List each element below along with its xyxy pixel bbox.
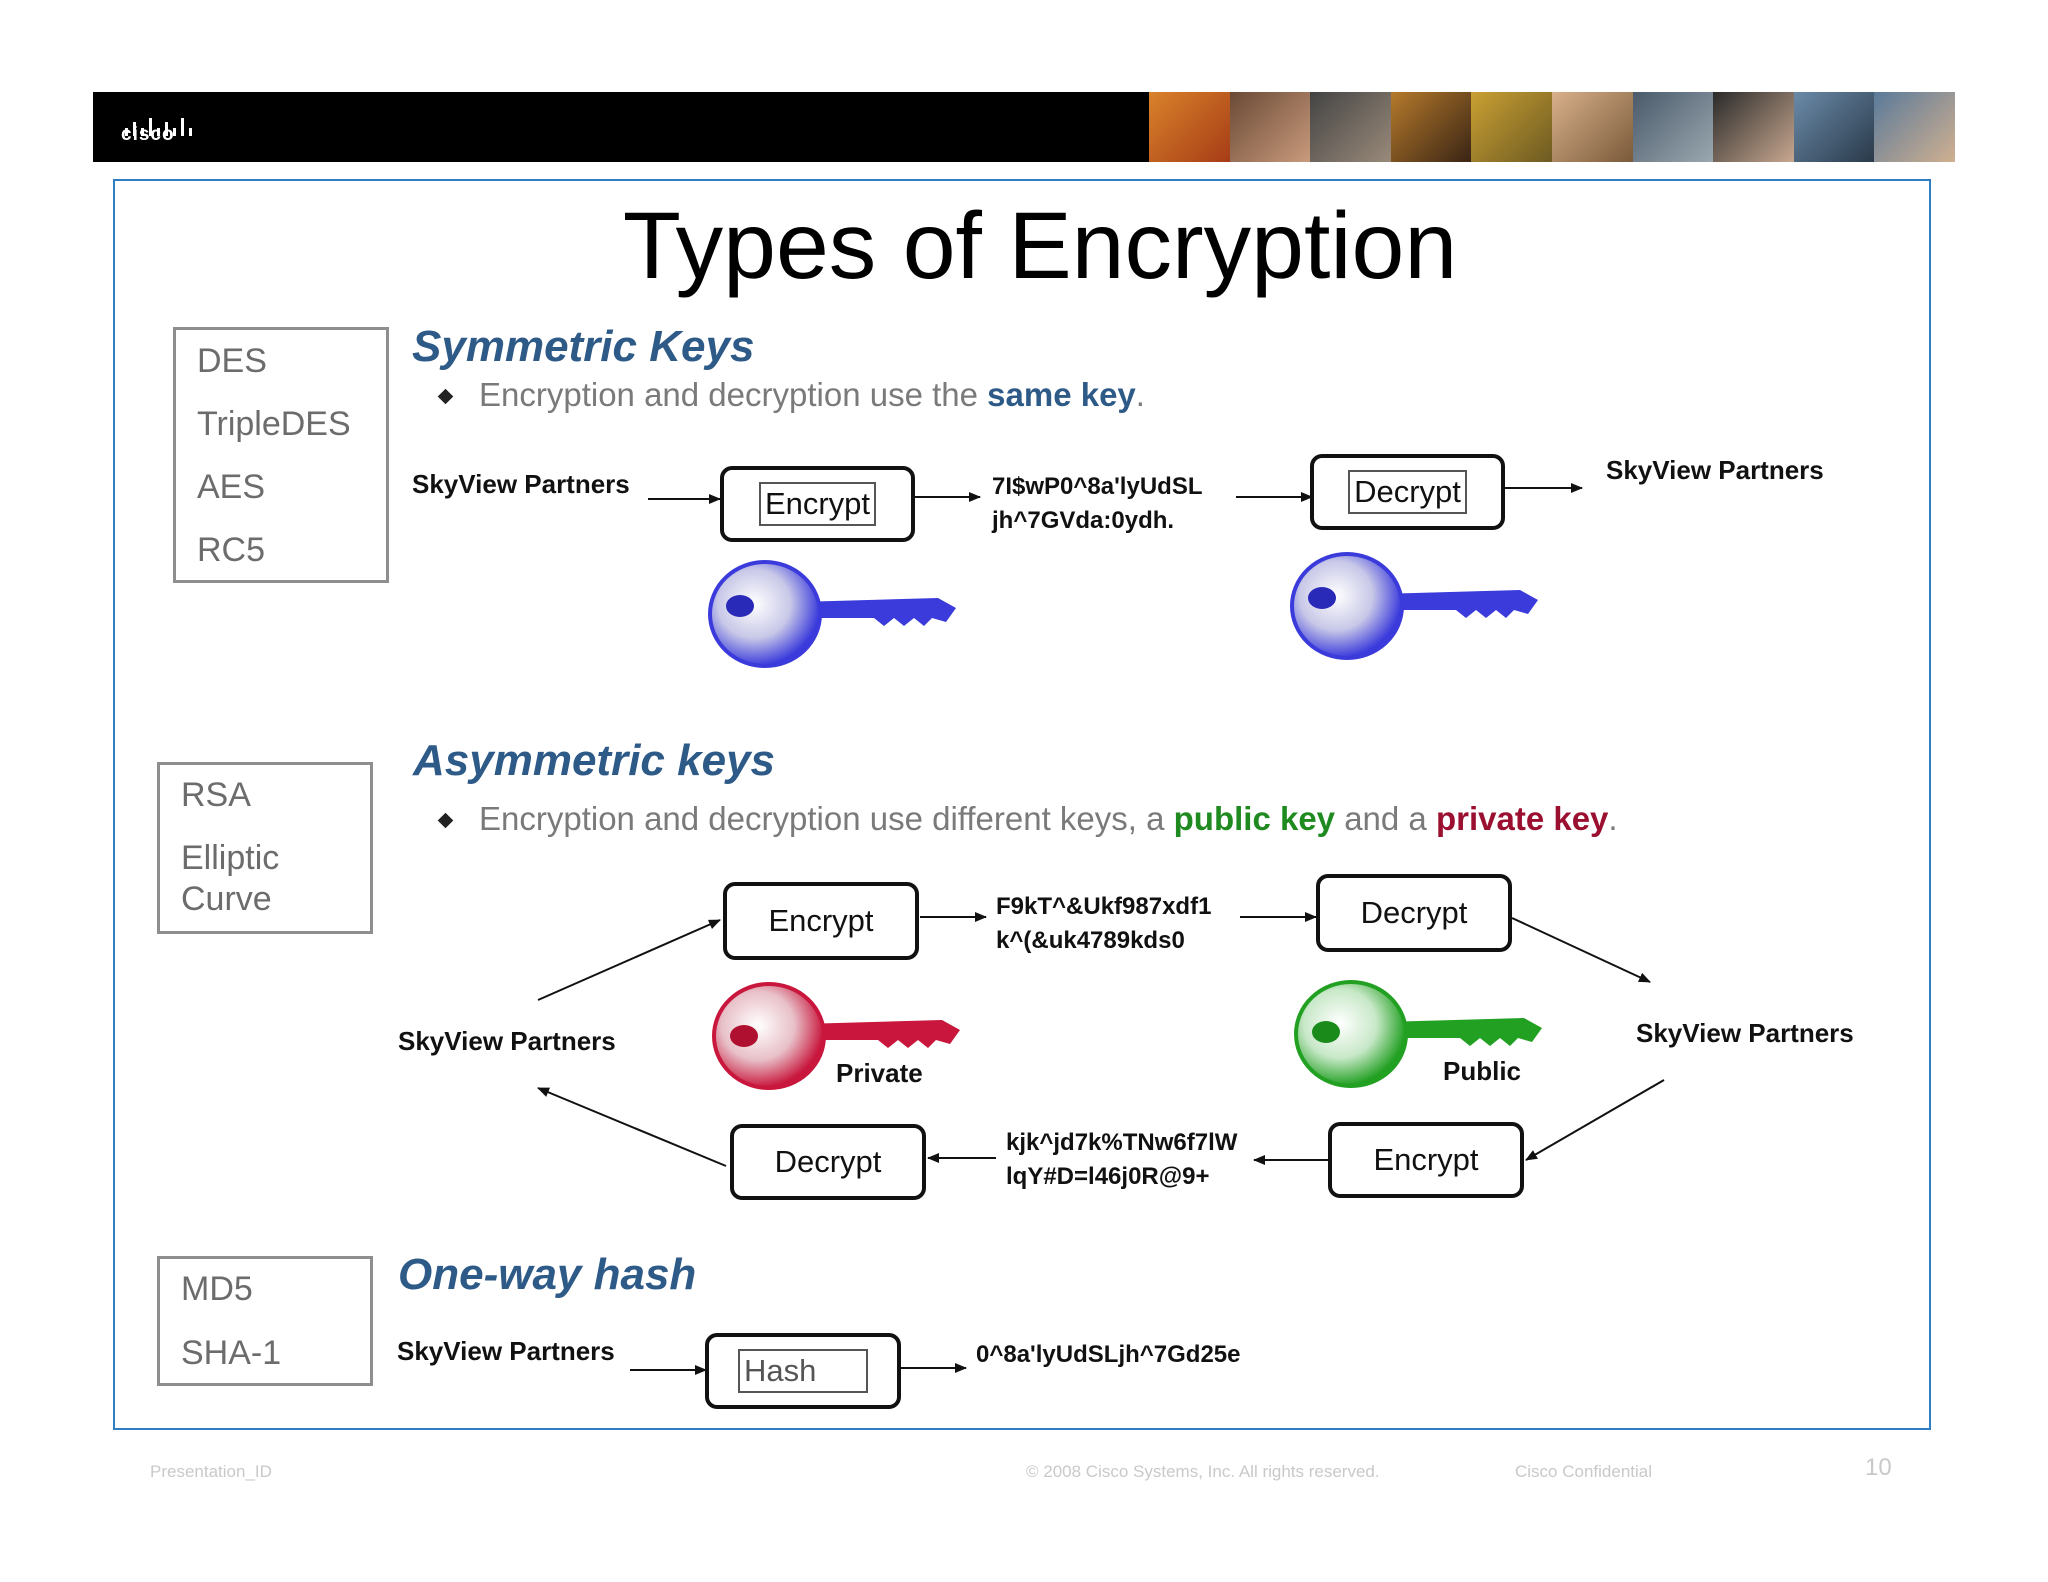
private-key-highlight: private key bbox=[1435, 800, 1609, 837]
asymmetric-bottom-encrypt-label: Encrypt bbox=[1373, 1142, 1479, 1177]
asymmetric-bottom-decrypt-box: Decrypt bbox=[730, 1124, 926, 1200]
symmetric-bullet: Encryption and decryption use the same k… bbox=[437, 376, 1145, 414]
algorithm-tripledes: TripleDES bbox=[197, 405, 351, 443]
private-key-label: Private bbox=[836, 1058, 923, 1088]
hash-algorithms-box bbox=[157, 1256, 373, 1386]
public-key-icon bbox=[1294, 980, 1542, 1088]
algorithm-sha1: SHA-1 bbox=[181, 1334, 282, 1372]
asymmetric-top-encrypt-box: Encrypt bbox=[723, 882, 919, 960]
algorithm-aes: AES bbox=[197, 468, 266, 506]
asymmetric-top-decrypt-label: Decrypt bbox=[1360, 895, 1468, 930]
footer-confidential: Cisco Confidential bbox=[1515, 1462, 1653, 1481]
bullet-diamond-icon bbox=[437, 812, 454, 829]
hash-heading: One-way hash bbox=[398, 1250, 697, 1299]
algorithm-rsa: RSA bbox=[181, 776, 251, 814]
arrow-asym-decrypt-party bbox=[1511, 917, 1651, 983]
arrow-asym-decrypt-party-bottom bbox=[537, 1087, 727, 1167]
asymmetric-bottom-ciphertext: kjk^jd7k%TNw6f7lW lqY#D=l46j0R@9+ bbox=[1006, 1126, 1237, 1194]
symmetric-decrypt-label: Decrypt bbox=[1348, 470, 1467, 514]
banner-photo-strip bbox=[1149, 92, 1955, 162]
asymmetric-left-party: SkyView Partners bbox=[398, 1026, 616, 1056]
bullet-diamond-icon bbox=[437, 388, 454, 405]
asymmetric-top-cipher-line1: F9kT^&Ukf987xdf1 bbox=[996, 893, 1212, 920]
symmetric-receiver: SkyView Partners bbox=[1606, 455, 1824, 485]
private-key-icon bbox=[712, 982, 960, 1090]
asymmetric-bottom-encrypt-box: Encrypt bbox=[1328, 1122, 1524, 1198]
slide-frame bbox=[113, 179, 1931, 1430]
asymmetric-top-cipher-line2: k^(&uk4789kds0 bbox=[996, 927, 1185, 954]
asymmetric-bullet: Encryption and decryption use different … bbox=[437, 800, 1618, 838]
symmetric-ciphertext: 7I$wP0^8a'lyUdSL jh^7GVda:0ydh. bbox=[992, 470, 1202, 538]
symmetric-bullet-end: . bbox=[1135, 376, 1145, 413]
asymmetric-top-decrypt-box: Decrypt bbox=[1316, 874, 1512, 952]
asymmetric-bullet-mid: and a bbox=[1335, 800, 1436, 837]
asymmetric-bottom-decrypt-label: Decrypt bbox=[774, 1144, 882, 1179]
public-key-highlight: public key bbox=[1173, 800, 1336, 837]
symmetric-cipher-line2: jh^7GVda:0ydh. bbox=[992, 507, 1175, 534]
hash-output: 0^8a'lyUdSLjh^7Gd25e bbox=[976, 1341, 1241, 1368]
asymmetric-top-ciphertext: F9kT^&Ukf987xdf1 k^(&uk4789kds0 bbox=[996, 890, 1211, 958]
algorithm-des: DES bbox=[197, 342, 267, 380]
slide-title: Types of Encryption bbox=[622, 193, 1458, 299]
algorithm-curve: Curve bbox=[181, 880, 272, 918]
arrow-asym-party-encrypt bbox=[537, 919, 721, 1001]
symmetric-cipher-line1: 7I$wP0^8a'lyUdSL bbox=[992, 473, 1203, 500]
asymmetric-top-encrypt-label: Encrypt bbox=[768, 903, 874, 938]
arrow-asym-party-encrypt-bottom bbox=[1525, 1079, 1665, 1161]
asymmetric-right-party: SkyView Partners bbox=[1636, 1018, 1854, 1048]
algorithm-md5: MD5 bbox=[181, 1270, 253, 1308]
asymmetric-bullet-text: Encryption and decryption use different … bbox=[479, 800, 1174, 837]
header-banner: cisco bbox=[93, 92, 1955, 162]
same-key-highlight: same key bbox=[987, 376, 1136, 413]
symmetric-encrypt-label: Encrypt bbox=[758, 482, 877, 526]
symmetric-key-left-icon bbox=[708, 560, 956, 668]
hash-sender: SkyView Partners bbox=[397, 1336, 615, 1366]
asymmetric-heading: Asymmetric keys bbox=[413, 736, 776, 785]
asymmetric-algorithms-box bbox=[157, 762, 373, 934]
hash-box: Hash bbox=[705, 1333, 901, 1409]
footer-presentation-id: Presentation_ID bbox=[150, 1462, 272, 1481]
public-key-label: Public bbox=[1443, 1056, 1522, 1086]
symmetric-encrypt-box: Encrypt bbox=[720, 466, 915, 542]
asymmetric-bottom-cipher-line1: kjk^jd7k%TNw6f7lW bbox=[1006, 1129, 1238, 1156]
footer-copyright: © 2008 Cisco Systems, Inc. All rights re… bbox=[1026, 1462, 1380, 1481]
algorithm-elliptic: Elliptic bbox=[181, 839, 280, 877]
symmetric-key-right-icon bbox=[1290, 552, 1538, 660]
hash-label: Hash bbox=[738, 1349, 868, 1393]
symmetric-decrypt-box: Decrypt bbox=[1310, 454, 1505, 530]
symmetric-bullet-text: Encryption and decryption use the bbox=[479, 376, 988, 413]
algorithm-rc5: RC5 bbox=[197, 531, 266, 569]
symmetric-sender: SkyView Partners bbox=[412, 469, 630, 499]
footer-page-number: 10 bbox=[1865, 1454, 1892, 1481]
logo-text: cisco bbox=[121, 124, 175, 145]
asymmetric-bullet-end: . bbox=[1608, 800, 1618, 837]
symmetric-heading: Symmetric Keys bbox=[412, 322, 755, 371]
symmetric-algorithms-box bbox=[173, 327, 389, 583]
cisco-logo-icon bbox=[125, 118, 192, 136]
asymmetric-bottom-cipher-line2: lqY#D=l46j0R@9+ bbox=[1006, 1163, 1210, 1190]
